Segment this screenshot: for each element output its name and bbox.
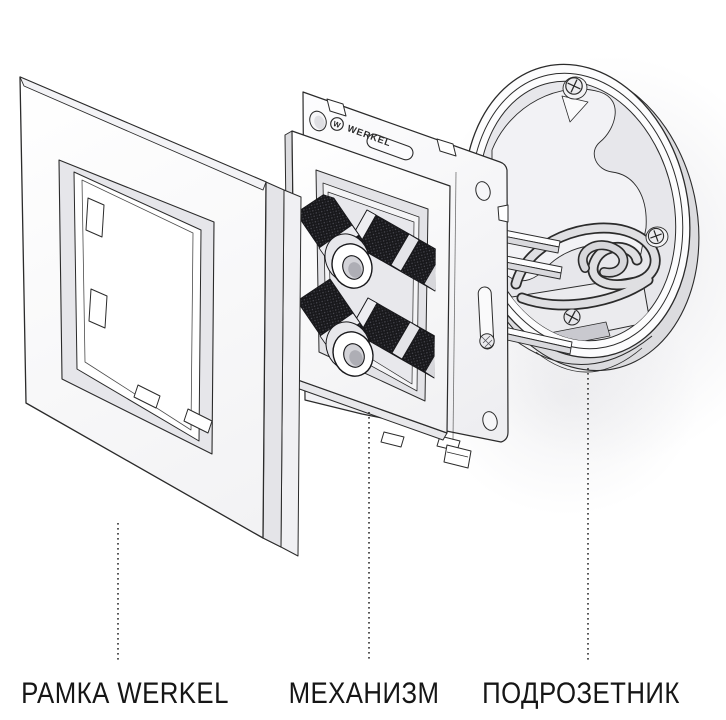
- frame-clips: [85, 197, 213, 434]
- frame-window-step: [81, 179, 194, 431]
- werkel-logo-mark-circle: [330, 117, 344, 131]
- frame-clip-bottom-right: [183, 408, 213, 434]
- socket-box-part: [463, 63, 700, 373]
- clamp-screw: [563, 308, 581, 326]
- strap-hole-right-top: [475, 181, 491, 201]
- slot-screw: [479, 333, 495, 349]
- frame-part: [19, 76, 302, 557]
- frame-clip-left-bottom: [88, 288, 108, 329]
- strap-hole-right-bottom: [482, 411, 498, 431]
- frame-clip-bottom-left: [133, 384, 161, 409]
- strap-foot-line: [446, 451, 469, 458]
- frame-top-bevel: [19, 76, 267, 191]
- strap-oval-slot: [477, 286, 495, 350]
- strap-hole-shade: [314, 115, 325, 130]
- box-screw-right: [645, 226, 669, 248]
- box-screw-top: [562, 76, 588, 100]
- box-wires-coil: [510, 222, 661, 311]
- werkel-logo-mark: W: [332, 119, 343, 130]
- binding-post-top-left: [295, 190, 373, 289]
- strap-foot-tab: [443, 444, 472, 469]
- box-bottom-arc: [511, 335, 653, 365]
- frame-clip-left-top: [85, 197, 105, 238]
- frame-window-opening: [73, 171, 202, 442]
- strap-crease: [452, 171, 457, 441]
- leader-lines: [117, 368, 589, 662]
- binding-post-bottom-left: [296, 278, 374, 377]
- box-bottom-arc2: [535, 347, 643, 373]
- strap-slot-top: [366, 133, 414, 161]
- binding-posts: [295, 190, 436, 380]
- wire-ends: [491, 227, 573, 355]
